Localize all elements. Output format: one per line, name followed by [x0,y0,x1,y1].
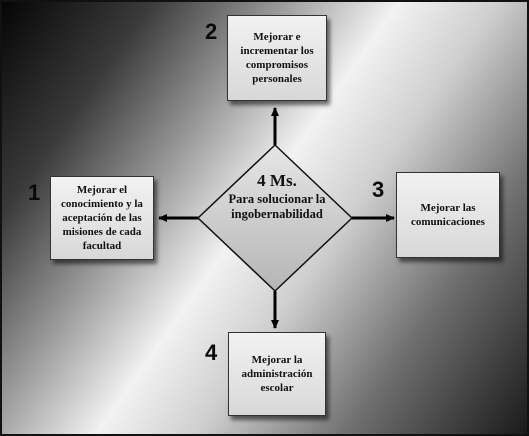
center-subtitle: Para solucionar la ingobernabilidad [228,192,326,221]
item-3-box: Mejorar las comunicaciones [396,172,500,258]
center-label: 4 Ms. Para solucionar la ingobernabilida… [202,170,352,222]
item-2-box: Mejorar e incrementar los compromisos pe… [227,15,327,101]
item-1-box: Mejorar el conocimiento y la aceptación … [50,176,154,260]
item-2-text: Mejorar e incrementar los compromisos pe… [240,31,314,85]
item-4-box: Mejorar la administración escolar [228,332,326,416]
item-1-text: Mejorar el conocimiento y la aceptación … [61,184,143,252]
item-3-text: Mejorar las comunicaciones [411,202,485,228]
center-title: 4 Ms. [257,171,297,190]
item-4-number: 4 [205,340,218,365]
center-diamond [196,143,354,293]
item-4-text: Mejorar la administración escolar [241,354,313,394]
item-1-number: 1 [28,180,41,205]
item-3-number: 3 [372,177,385,202]
item-2-number: 2 [205,19,218,44]
